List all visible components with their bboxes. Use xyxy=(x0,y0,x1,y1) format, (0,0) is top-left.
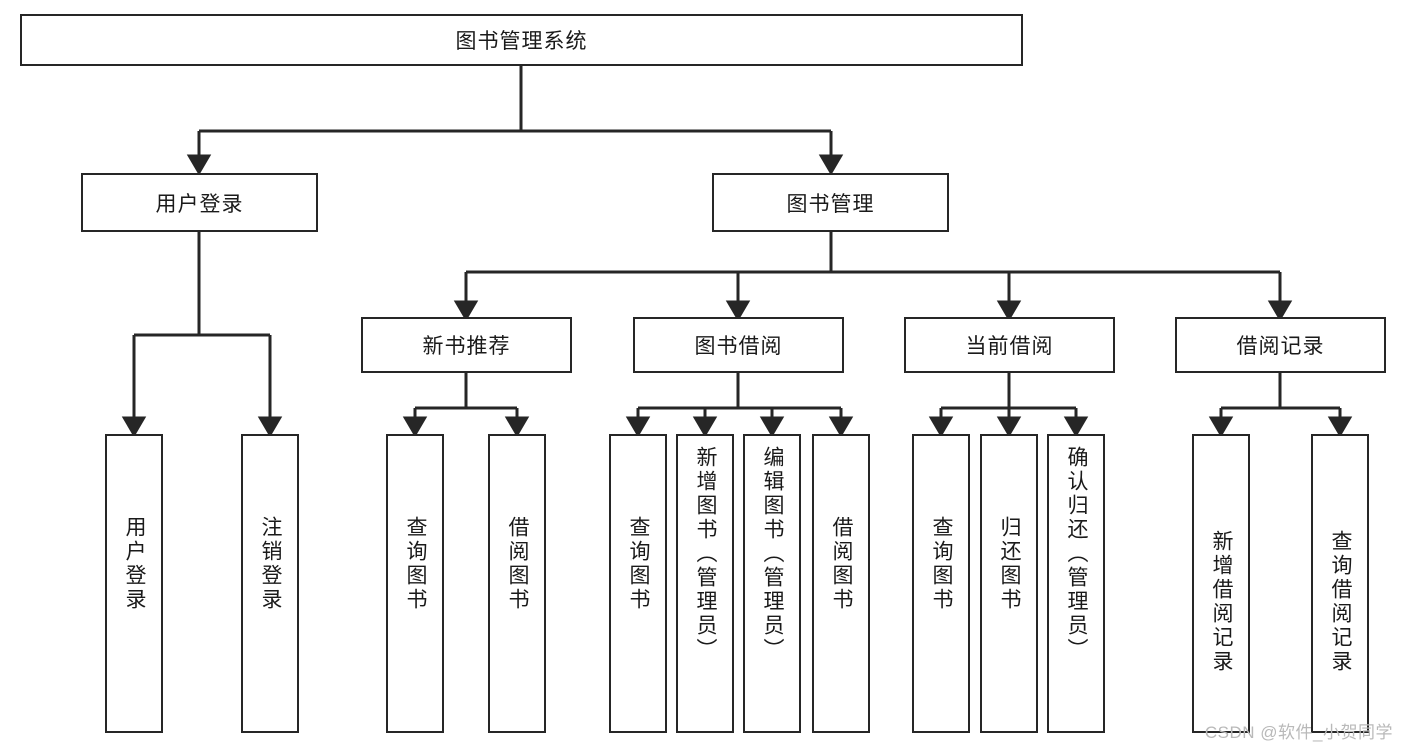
node-leaf-query-book-3-label: 查询图书 xyxy=(930,516,954,612)
node-book-management-label: 图书管理 xyxy=(786,192,875,216)
node-user-login[interactable]: 用户登录 xyxy=(81,173,318,232)
node-user-login-label: 用户登录 xyxy=(155,192,244,216)
node-leaf-borrow-book-1[interactable]: 借阅图书 xyxy=(488,434,546,733)
node-leaf-user-login-label: 用户登录 xyxy=(123,516,147,612)
node-book-borrow-label: 图书借阅 xyxy=(694,335,783,358)
node-leaf-borrow-book-1-label: 借阅图书 xyxy=(506,516,530,612)
node-leaf-query-book-3[interactable]: 查询图书 xyxy=(912,434,970,733)
node-leaf-query-book-1-label: 查询图书 xyxy=(404,516,428,612)
node-leaf-borrow-book-2[interactable]: 借阅图书 xyxy=(812,434,870,733)
node-new-book-recommend-label: 新书推荐 xyxy=(422,335,511,358)
node-current-borrow[interactable]: 当前借阅 xyxy=(904,317,1115,373)
node-leaf-query-book-2[interactable]: 查询图书 xyxy=(609,434,667,733)
watermark: CSDN @软件_小贺同学 xyxy=(1204,723,1393,742)
node-leaf-return-book-label: 归还图书 xyxy=(998,516,1022,612)
node-leaf-edit-book[interactable]: 编辑图书（管理员） xyxy=(743,434,801,733)
node-leaf-confirm-return-label: 确认归还（管理员） xyxy=(1065,446,1089,662)
node-leaf-add-record-label: 新增借阅记录 xyxy=(1210,530,1234,674)
node-leaf-return-book[interactable]: 归还图书 xyxy=(980,434,1038,733)
node-leaf-query-record[interactable]: 查询借阅记录 xyxy=(1311,434,1369,733)
node-leaf-add-record[interactable]: 新增借阅记录 xyxy=(1192,434,1250,733)
node-borrow-record[interactable]: 借阅记录 xyxy=(1175,317,1386,373)
node-leaf-user-login[interactable]: 用户登录 xyxy=(105,434,163,733)
node-book-borrow[interactable]: 图书借阅 xyxy=(633,317,844,373)
node-current-borrow-label: 当前借阅 xyxy=(965,335,1054,358)
node-leaf-add-book-label: 新增图书（管理员） xyxy=(694,446,718,662)
node-root[interactable]: 图书管理系统 xyxy=(20,14,1023,66)
node-leaf-user-logout-label: 注销登录 xyxy=(259,516,283,612)
node-leaf-query-book-2-label: 查询图书 xyxy=(627,516,651,612)
node-leaf-edit-book-label: 编辑图书（管理员） xyxy=(761,446,785,662)
node-leaf-user-logout[interactable]: 注销登录 xyxy=(241,434,299,733)
node-root-label: 图书管理系统 xyxy=(455,30,588,53)
node-leaf-query-book-1[interactable]: 查询图书 xyxy=(386,434,444,733)
node-new-book-recommend[interactable]: 新书推荐 xyxy=(361,317,572,373)
node-leaf-borrow-book-2-label: 借阅图书 xyxy=(830,516,854,612)
node-borrow-record-label: 借阅记录 xyxy=(1236,335,1325,358)
node-leaf-confirm-return[interactable]: 确认归还（管理员） xyxy=(1047,434,1105,733)
node-leaf-query-record-label: 查询借阅记录 xyxy=(1329,530,1353,674)
node-leaf-add-book[interactable]: 新增图书（管理员） xyxy=(676,434,734,733)
node-book-management[interactable]: 图书管理 xyxy=(712,173,949,232)
